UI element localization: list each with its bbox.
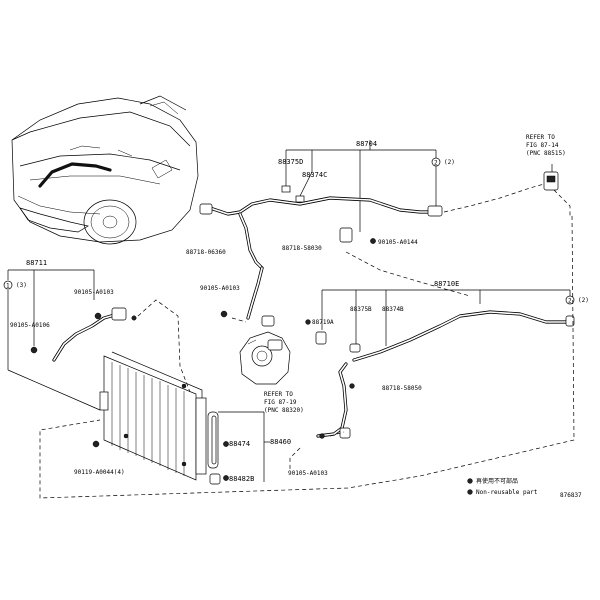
reference-fig-87-19: REFER TO FIG 87-19 (PNC 88320) (264, 391, 304, 414)
condenser (92, 351, 207, 481)
label-90119-a0044: 90119-A0044(4) (74, 469, 125, 476)
label-88718-06360: 88718-06360 (186, 249, 226, 256)
label-90105-a0103-left: 90105-A0103 (74, 289, 114, 296)
pipe-88704-assembly (199, 140, 571, 320)
label-90105-a0144: 90105-A0144 (378, 239, 418, 246)
label-88719a: 88719A (312, 319, 334, 326)
label-88710e: 88710E (434, 280, 459, 288)
label-88460: 88460 (270, 438, 291, 446)
legend-item-en: Non-reusable part (476, 489, 538, 496)
label-90105-a0103-mid: 90105-A0103 (200, 285, 240, 292)
dashed-connection-lines (39, 215, 575, 499)
label-88374c: 88374C (302, 171, 327, 179)
pipe-88711-assembly (7, 269, 191, 411)
label-88375b: 88375B (350, 306, 372, 313)
svg-text:(2): (2) (578, 297, 589, 304)
legend-item-jp: 再使用不可部品 (476, 477, 518, 485)
svg-text:2: 2 (434, 160, 438, 167)
vehicle-illustration (11, 95, 199, 245)
label-88718-58050: 88718-58050 (382, 385, 422, 392)
label-88718-58030: 88718-58030 (282, 245, 322, 252)
svg-text:FIG 87-19: FIG 87-19 (264, 399, 297, 406)
non-reusable-part-marker-icon-2 (467, 489, 473, 495)
label-90105-a0106: 90105-A0106 (10, 322, 50, 329)
svg-text:(2): (2) (444, 159, 455, 166)
label-88711: 88711 (26, 259, 47, 267)
svg-text:REFER TO: REFER TO (264, 391, 293, 398)
figure-code: 876837 (560, 492, 582, 499)
marker-1: 1 (3) (3, 280, 27, 290)
svg-text:2: 2 (568, 298, 572, 305)
svg-text:(PNC 88515): (PNC 88515) (526, 150, 566, 157)
svg-text:(PNC 88320): (PNC 88320) (264, 407, 304, 414)
label-88474: 88474 (229, 440, 250, 448)
legend: 再使用不可部品 Non-reusable part (467, 477, 538, 496)
reference-fig-87-14: REFER TO FIG 87-14 (PNC 88515) (526, 134, 566, 157)
svg-text:(3): (3) (16, 282, 27, 289)
svg-text:REFER TO: REFER TO (526, 134, 555, 141)
pipe-88710e-assembly (305, 289, 575, 439)
label-88704: 88704 (356, 140, 377, 148)
label-88375d: 88375D (278, 158, 303, 166)
marker-2-upper: 2 (2) (431, 157, 455, 167)
label-88374b: 88374B (382, 306, 404, 313)
label-88482b: 88482B (229, 475, 254, 483)
label-90105-a0103-bottom: 90105-A0103 (288, 470, 328, 477)
svg-text:1: 1 (6, 283, 10, 290)
compressor (220, 310, 291, 385)
non-reusable-part-marker-icon (467, 478, 473, 484)
svg-text:FIG 87-14: FIG 87-14 (526, 142, 559, 149)
marker-2-lower: 2 (2) (565, 295, 589, 305)
receiver-dryer-assembly (207, 411, 270, 485)
